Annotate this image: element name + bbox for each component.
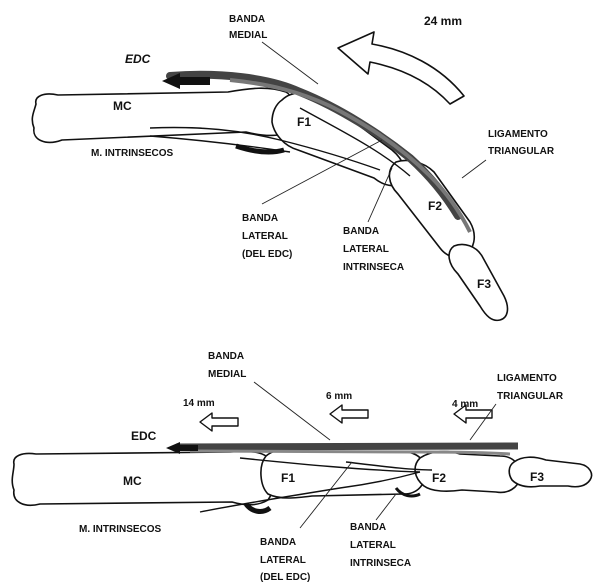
- top-medial-leader: [262, 42, 318, 84]
- bottom-banda-lateral-intrinseca-line1: BANDA: [350, 522, 386, 533]
- bottom-ligamento-line1: LIGAMENTO: [497, 373, 557, 384]
- bottom-f2-label: F2: [432, 471, 446, 485]
- top-banda-medial-line2: MEDIAL: [229, 30, 267, 41]
- top-panel-flexed-finger: EDC MC F1 F2 F3 BANDA MEDIAL 24 mm LIGAM…: [32, 14, 555, 320]
- top-banda-medial-line1: BANDA: [229, 14, 265, 25]
- top-mc-label: MC: [113, 99, 132, 113]
- top-f3-label: F3: [477, 277, 491, 291]
- top-banda-lateral-edc-line3: (DEL EDC): [242, 249, 292, 260]
- bottom-lateral-intrinseca-leader: [376, 494, 396, 520]
- bottom-banda-medial-line2: MEDIAL: [208, 369, 246, 380]
- bottom-f2-bone: [415, 451, 520, 492]
- bottom-banda-lateral-intrinseca-line2: LATERAL: [350, 540, 396, 551]
- top-m-intrinsecos-label: M. INTRINSECOS: [91, 148, 174, 159]
- bottom-metacarpal-bone: [12, 451, 274, 505]
- bottom-banda-lateral-edc-line2: LATERAL: [260, 555, 306, 566]
- bottom-banda-medial-line1: BANDA: [208, 351, 244, 362]
- top-ligamento-line2: TRIANGULAR: [488, 146, 555, 157]
- top-ligamento-line1: LIGAMENTO: [488, 129, 548, 140]
- bottom-ligamento-line2: TRIANGULAR: [497, 391, 564, 402]
- top-f2-label: F2: [428, 199, 442, 213]
- top-edc-label: EDC: [125, 52, 151, 66]
- bottom-f1-label: F1: [281, 471, 295, 485]
- bottom-dist-6-label: 6 mm: [326, 391, 352, 402]
- top-banda-lateral-intrinseca-line3: INTRINSECA: [343, 262, 404, 273]
- top-ligamento-leader: [462, 160, 486, 178]
- bottom-banda-lateral-edc-line3: (DEL EDC): [260, 572, 310, 583]
- top-rotation-arrow: [338, 32, 464, 104]
- bottom-banda-lateral-edc-line1: BANDA: [260, 537, 296, 548]
- bottom-edc-tendon: [176, 446, 518, 447]
- bottom-dist-4-label: 4 mm: [452, 399, 478, 410]
- bottom-banda-lateral-intrinseca-line3: INTRINSECA: [350, 558, 411, 569]
- bottom-arrow-6mm: [330, 405, 368, 423]
- bottom-m-intrinsecos-label: M. INTRINSECOS: [79, 524, 162, 535]
- bottom-panel-extended-finger: EDC MC F1 F2 F3 BANDA MEDIAL LIGAMENTO T…: [12, 351, 591, 583]
- top-banda-lateral-edc-line1: BANDA: [242, 213, 278, 224]
- top-distance-label: 24 mm: [424, 14, 462, 28]
- bottom-arrow-14mm: [200, 413, 238, 431]
- top-banda-lateral-intrinseca-line1: BANDA: [343, 226, 379, 237]
- bottom-dist-14-label: 14 mm: [183, 398, 215, 409]
- bottom-f3-bone: [509, 457, 591, 487]
- bottom-f3-label: F3: [530, 470, 544, 484]
- bottom-mc-label: MC: [123, 474, 142, 488]
- bottom-edc-label: EDC: [131, 429, 157, 443]
- top-banda-lateral-edc-line2: LATERAL: [242, 231, 288, 242]
- bottom-medial-leader: [254, 382, 330, 440]
- top-banda-lateral-intrinseca-line2: LATERAL: [343, 244, 389, 255]
- top-f1-label: F1: [297, 115, 311, 129]
